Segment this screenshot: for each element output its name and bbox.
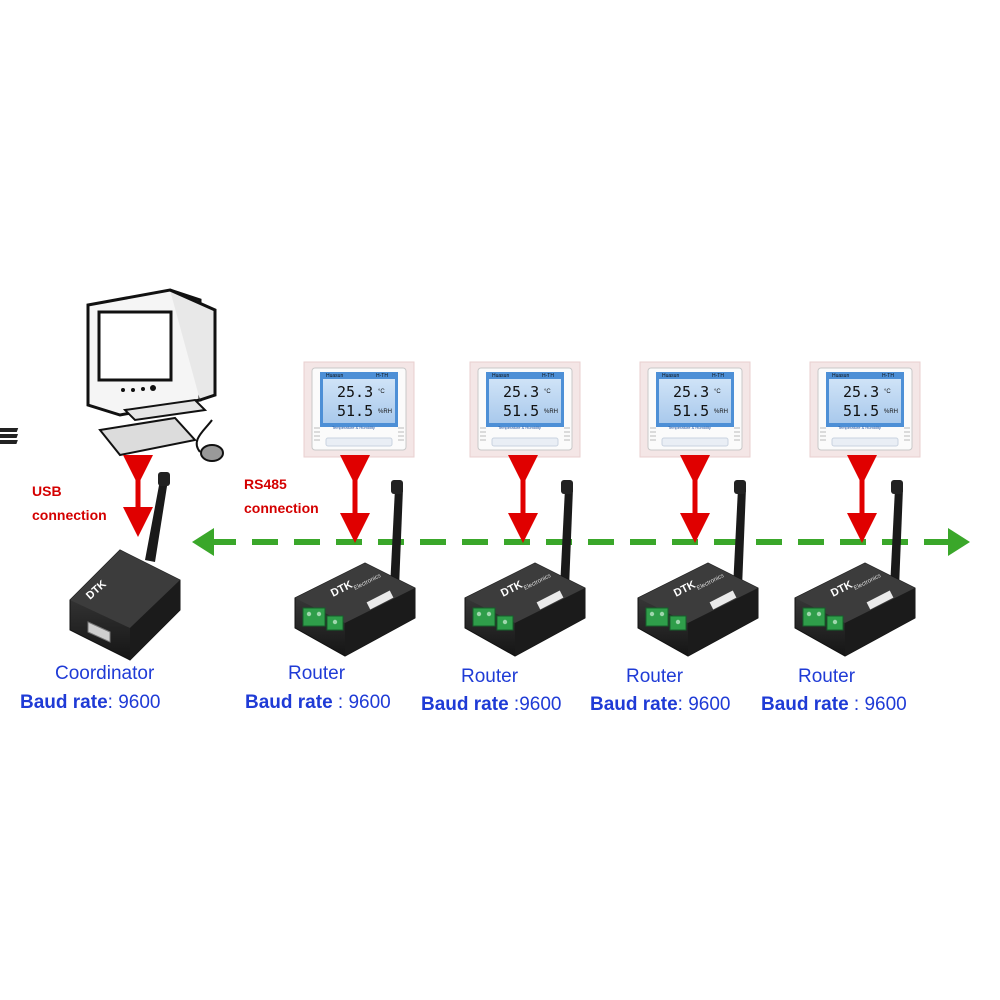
sensor-humidity: 51.5: [673, 402, 709, 420]
coordinator-device-icon: [69, 472, 181, 661]
sensor-subline: Temperature & Humidity: [838, 425, 881, 430]
node-role-label: Router: [626, 666, 684, 687]
connection-arrows: [123, 455, 877, 543]
usb-label-line1: USB: [32, 483, 62, 499]
baud-label: Baud rate: [245, 692, 333, 713]
baud-separator: :: [332, 692, 344, 713]
sensor-subline: Temperature & Humidity: [332, 425, 375, 430]
sensor-model: H-TH: [376, 373, 388, 379]
sensor-humidity: 51.5: [503, 402, 539, 420]
sensor-model: H-TH: [882, 373, 894, 379]
baud-label: Baud rate: [590, 694, 678, 715]
node-role-label: Coordinator: [55, 663, 155, 684]
router-device-icon: [794, 479, 916, 657]
sensor-temp-unit: °C: [714, 389, 721, 395]
node-baud-rate: Baud rate: 9600: [20, 692, 160, 714]
usb-connection-label: USB connection: [32, 480, 107, 526]
baud-separator: :: [677, 694, 683, 715]
baud-value: 9600: [348, 692, 391, 713]
baud-value: 9600: [864, 694, 907, 715]
sensor-temp: 25.3: [843, 383, 879, 401]
sensor-temp-unit: °C: [544, 389, 551, 395]
baud-value: 9600: [519, 694, 562, 715]
sensor-humidity: 51.5: [843, 402, 879, 420]
rs485-label-line2: connection: [244, 500, 319, 516]
node-baud-rate: Baud rate : 9600: [761, 694, 907, 716]
rs485-label-line1: RS485: [244, 476, 287, 492]
sensor-hum-unit: %RH: [714, 409, 728, 415]
usb-label-line2: connection: [32, 507, 107, 523]
rs485-connection-label: RS485 connection: [244, 473, 319, 519]
sensor-subline: Temperature & Humidity: [498, 425, 541, 430]
computer-icon: [0, 288, 224, 462]
sensor-brand: Huasun: [662, 373, 679, 379]
sensor-hum-unit: %RH: [544, 409, 558, 415]
router-device-icon: [637, 479, 759, 657]
node-baud-rate: Baud rate : 9600: [245, 692, 391, 714]
sensor-temp-unit: °C: [884, 389, 891, 395]
sensor-temp-unit: °C: [378, 389, 385, 395]
baud-separator: :: [848, 694, 860, 715]
sensor-model: H-TH: [712, 373, 724, 379]
baud-label: Baud rate: [421, 694, 509, 715]
sensor-humidity: 51.5: [337, 402, 373, 420]
baud-separator: :: [107, 692, 113, 713]
node-role-label: Router: [798, 666, 856, 687]
baud-label: Baud rate: [761, 694, 849, 715]
baud-value: 9600: [118, 692, 161, 713]
sensor-temp: 25.3: [673, 383, 709, 401]
baud-label: Baud rate: [20, 692, 108, 713]
sensor-brand: Huasun: [492, 373, 509, 379]
wireless-link: [192, 528, 970, 556]
node-baud-rate: Baud rate: 9600: [590, 694, 730, 716]
sensor-temp: 25.3: [337, 383, 373, 401]
node-role-label: Router: [461, 666, 519, 687]
sensor-brand: Huasun: [832, 373, 849, 379]
baud-value: 9600: [688, 694, 731, 715]
node-role-label: Router: [288, 663, 346, 684]
sensor-brand: Huasun: [326, 373, 343, 379]
baud-separator: :: [508, 694, 520, 715]
node-baud-rate: Baud rate :9600: [421, 694, 561, 716]
sensor-hum-unit: %RH: [884, 409, 898, 415]
sensor-hum-unit: %RH: [378, 409, 392, 415]
sensor-model: H-TH: [542, 373, 554, 379]
sensor-subline: Temperature & Humidity: [668, 425, 711, 430]
sensor-temp: 25.3: [503, 383, 539, 401]
